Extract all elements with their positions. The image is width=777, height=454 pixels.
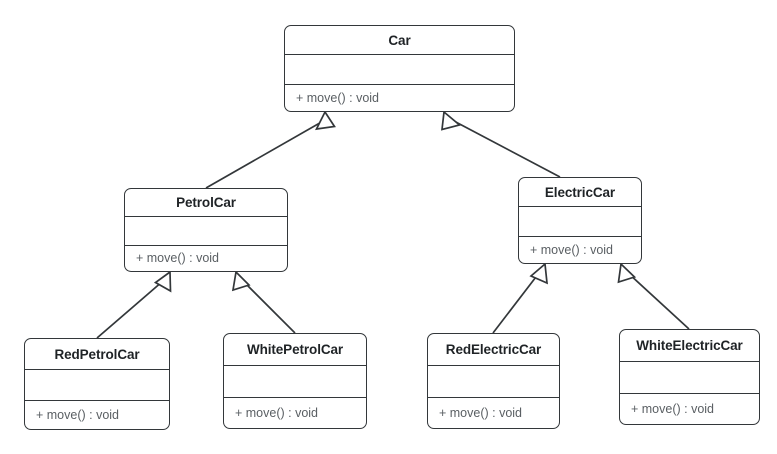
hollow-triangle-arrowhead-icon [617, 262, 637, 284]
uml-class-car[interactable]: Car + move() : void [284, 25, 515, 112]
hollow-triangle-arrowhead-icon [529, 262, 548, 285]
uml-class-petrolcar[interactable]: PetrolCar + move() : void [124, 188, 288, 272]
uml-class-whitepetrolcar[interactable]: WhitePetrolCar + move() : void [223, 333, 367, 429]
operation-whiteelectriccar-move: + move() : void [631, 401, 715, 416]
operation-petrolcar-move: + move() : void [136, 251, 220, 266]
generalization-petrolcar-to-car [205, 110, 336, 189]
generalization-redpetrolcar-to-petrolcar [96, 270, 172, 339]
attributes-compartment-redelectriccar [428, 366, 559, 398]
operation-car-move: + move() : void [296, 90, 380, 105]
operation-redelectriccar-move: + move() : void [439, 405, 523, 420]
operation-electriccar-move: + move() : void [530, 242, 614, 257]
edge-line [627, 272, 690, 330]
generalization-redelectriccar-to-electriccar [492, 262, 548, 334]
uml-class-redpetrolcar[interactable]: RedPetrolCar + move() : void [24, 338, 170, 430]
class-name-whiteelectriccar: WhiteElectricCar [620, 330, 759, 363]
class-name-redpetrolcar: RedPetrolCar [25, 339, 169, 371]
operation-whitepetrolcar-move: + move() : void [235, 405, 319, 420]
class-name-petrolcar: PetrolCar [125, 189, 287, 218]
edge-line [242, 280, 296, 334]
attributes-compartment-petrolcar [125, 217, 287, 246]
hollow-triangle-arrowhead-icon [231, 270, 251, 292]
class-name-car: Car [285, 26, 514, 56]
generalization-whiteelectriccar-to-electriccar [617, 262, 690, 330]
uml-class-whiteelectriccar[interactable]: WhiteElectricCar + move() : void [619, 329, 760, 425]
edge-line [96, 280, 164, 339]
attributes-compartment-car [285, 55, 514, 85]
hollow-triangle-arrowhead-icon [315, 110, 336, 131]
edge-line [492, 272, 540, 334]
class-name-electriccar: ElectricCar [519, 178, 641, 208]
attributes-compartment-redpetrolcar [25, 370, 169, 401]
hollow-triangle-arrowhead-icon [441, 110, 462, 131]
uml-class-electriccar[interactable]: ElectricCar + move() : void [518, 177, 642, 264]
edge-line [451, 119, 561, 178]
generalization-whitepetrolcar-to-petrolcar [231, 270, 296, 334]
class-name-redelectriccar: RedElectricCar [428, 334, 559, 367]
attributes-compartment-whiteelectriccar [620, 362, 759, 394]
attributes-compartment-whitepetrolcar [224, 366, 366, 398]
uml-class-redelectriccar[interactable]: RedElectricCar + move() : void [427, 333, 560, 429]
operation-redpetrolcar-move: + move() : void [36, 407, 120, 422]
class-name-whitepetrolcar: WhitePetrolCar [224, 334, 366, 367]
attributes-compartment-electriccar [519, 207, 641, 237]
edge-line [205, 119, 326, 189]
generalization-electriccar-to-car [441, 110, 561, 178]
hollow-triangle-arrowhead-icon [153, 270, 172, 293]
